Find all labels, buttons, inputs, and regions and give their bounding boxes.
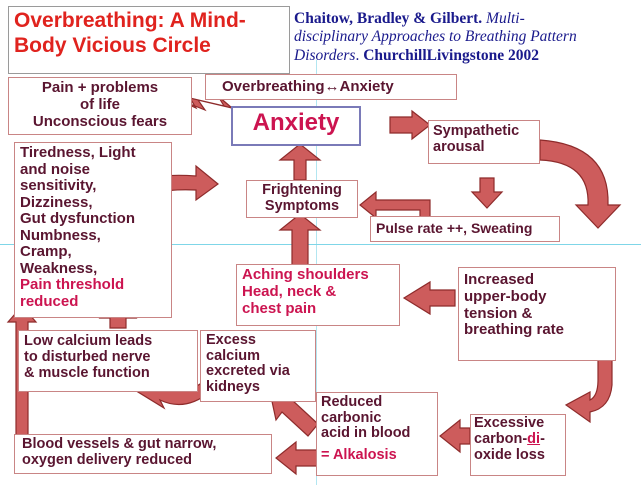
reference-text: Chaitow, Bradley & Gilbert. Multi- disci… bbox=[294, 10, 639, 65]
title-line-2: Body Vicious Circle bbox=[14, 34, 211, 58]
aching-line-2: Head, neck & bbox=[242, 282, 337, 300]
pain-problems-text: Pain + problems of life Unconscious fear… bbox=[12, 79, 188, 130]
reduced-carbonic-box bbox=[316, 392, 438, 476]
reference-authors: Chaitow, Bradley & Gilbert. bbox=[294, 10, 483, 27]
arrow-pulse-to-frightening bbox=[359, 190, 431, 220]
excess-calcium-text: Excess calcium excreted via kidneys bbox=[206, 332, 290, 396]
frightening-line-2: Symptoms bbox=[264, 198, 340, 215]
excess-calcium-line-2: calcium bbox=[206, 347, 260, 364]
reference-book-line-2: disciplinary Approaches to Breathing Pat… bbox=[294, 28, 577, 46]
low-calcium-text: Low calcium leads to disturbed nerve & m… bbox=[24, 333, 152, 382]
pulse-label: Pulse rate ++, Sweating bbox=[376, 220, 533, 236]
low-calcium-line-2: to disturbed nerve bbox=[24, 349, 151, 366]
overbreathing-anxiety-label: Overbreathing↔Anxiety bbox=[222, 78, 394, 96]
frightening-box bbox=[246, 180, 358, 218]
increased-tension-box bbox=[458, 267, 616, 361]
anxiety-label: Anxiety bbox=[252, 109, 340, 136]
vessels-line-2: oxygen delivery reduced bbox=[22, 452, 193, 469]
increased-line-1: Increased bbox=[464, 271, 535, 288]
reference-publisher: ChurchillLivingstone 2002 bbox=[363, 46, 540, 64]
carbonic-line-2: carbonic bbox=[321, 409, 382, 426]
title-frame bbox=[8, 6, 290, 74]
co2-carbon: carbon- bbox=[474, 430, 528, 447]
co2-line-2: carbon-di- bbox=[474, 430, 545, 448]
sympathetic-text: Sympathetic arousal bbox=[433, 123, 519, 155]
arrow-co2-to-carbonic bbox=[439, 418, 471, 454]
tiredness-line-8: Weakness, bbox=[20, 259, 98, 277]
guide-line-horizontal bbox=[0, 244, 641, 245]
reference-book-line-3: Disorders bbox=[294, 46, 356, 64]
tiredness-line-5: Gut dysfunction bbox=[20, 210, 135, 227]
reference-book-line-1: Multi- bbox=[486, 10, 525, 27]
arrow-frightening-to-anxiety bbox=[278, 143, 322, 181]
page-title: Overbreathing: A Mind- Body Vicious Circ… bbox=[14, 8, 246, 58]
tiredness-line-6: Numbness, bbox=[20, 226, 101, 244]
increased-line-2: upper-body bbox=[464, 287, 547, 305]
aching-line-3: chest pain bbox=[242, 299, 317, 317]
frightening-text: Frightening Symptoms bbox=[246, 182, 358, 214]
overbreathing-label: Overbreathing bbox=[222, 78, 325, 95]
pain-problems-box bbox=[8, 77, 192, 135]
aching-line-1: Aching shoulders bbox=[242, 266, 369, 283]
increased-line-3: tension & bbox=[464, 304, 533, 322]
tiredness-box bbox=[14, 142, 172, 318]
co2-line-1: Excessive bbox=[474, 415, 545, 431]
aching-box bbox=[236, 264, 400, 326]
low-calcium-line-3: & muscle function bbox=[24, 365, 150, 382]
reduced-carbonic-text: Reduced carbonic acid in blood = Alkalos… bbox=[321, 394, 411, 464]
pain-threshold-line-2: reduced bbox=[20, 292, 79, 310]
sympathetic-line-1: Sympathetic bbox=[433, 123, 520, 139]
blood-vessels-box bbox=[14, 434, 272, 474]
blood-vessels-text: Blood vessels & gut narrow, oxygen deliv… bbox=[22, 436, 216, 468]
co2-dash: - bbox=[540, 430, 545, 447]
low-calcium-box bbox=[18, 330, 198, 392]
bidirectional-arrow-icon: ↔ bbox=[324, 78, 340, 95]
pain-line-1: Pain + problems bbox=[41, 79, 159, 96]
excess-calcium-line-4: kidneys bbox=[206, 378, 260, 395]
pulse-box bbox=[370, 216, 560, 242]
tiredness-line-7: Cramp, bbox=[20, 243, 72, 260]
arrow-carbonic-to-vessels bbox=[275, 440, 319, 476]
pain-threshold-line-1: Pain threshold bbox=[20, 276, 125, 293]
increased-line-4: breathing rate bbox=[464, 321, 565, 339]
arrow-sympathetic-curve bbox=[539, 139, 622, 229]
aching-text: Aching shoulders Head, neck & chest pain bbox=[242, 266, 369, 317]
sympathetic-box bbox=[428, 120, 540, 164]
excessive-co2-text: Excessive carbon-di- oxide loss bbox=[474, 415, 545, 464]
sympathetic-line-2: arousal bbox=[433, 139, 485, 156]
excess-calcium-box bbox=[200, 330, 316, 402]
arrow-aching-to-frightening bbox=[278, 213, 322, 266]
tiredness-line-1: Tiredness, Light bbox=[20, 144, 136, 161]
tiredness-line-2: and noise bbox=[20, 160, 91, 178]
overbreathing-anxiety-box bbox=[205, 74, 457, 100]
pain-line-2: of life bbox=[80, 95, 120, 113]
anxiety-box bbox=[231, 106, 361, 146]
tiredness-line-3: sensitivity, bbox=[20, 177, 97, 194]
co2-di: di bbox=[527, 430, 541, 447]
excess-calcium-line-1: Excess bbox=[206, 332, 256, 348]
arrow-anxiety-to-sympathetic bbox=[389, 109, 431, 141]
pain-line-3: Unconscious fears bbox=[32, 112, 168, 130]
carbonic-line-1: Reduced bbox=[321, 394, 383, 410]
excessive-co2-box bbox=[470, 414, 566, 476]
carbonic-line-3: acid in blood bbox=[321, 425, 411, 442]
alkalosis-label: = Alkalosis bbox=[321, 446, 397, 463]
arrow-sympathetic-to-pulse bbox=[470, 177, 504, 209]
arrow-increased-curve bbox=[564, 344, 613, 424]
anxiety-header-label: Anxiety bbox=[339, 78, 394, 95]
tiredness-text: Tiredness, Light and noise sensitivity, … bbox=[20, 144, 136, 310]
increased-tension-text: Increased upper-body tension & breathing… bbox=[464, 271, 565, 339]
vessels-line-1: Blood vessels & gut narrow, bbox=[22, 436, 217, 452]
co2-line-3: oxide loss bbox=[474, 446, 545, 463]
tiredness-line-4: Dizziness, bbox=[20, 193, 93, 211]
arrow-increased-to-aching bbox=[402, 280, 456, 316]
excess-calcium-line-3: excreted via bbox=[206, 363, 290, 380]
low-calcium-line-1: Low calcium leads bbox=[24, 333, 153, 349]
frightening-line-1: Frightening bbox=[262, 182, 342, 198]
title-line-1: Overbreathing: A Mind- bbox=[14, 9, 246, 32]
